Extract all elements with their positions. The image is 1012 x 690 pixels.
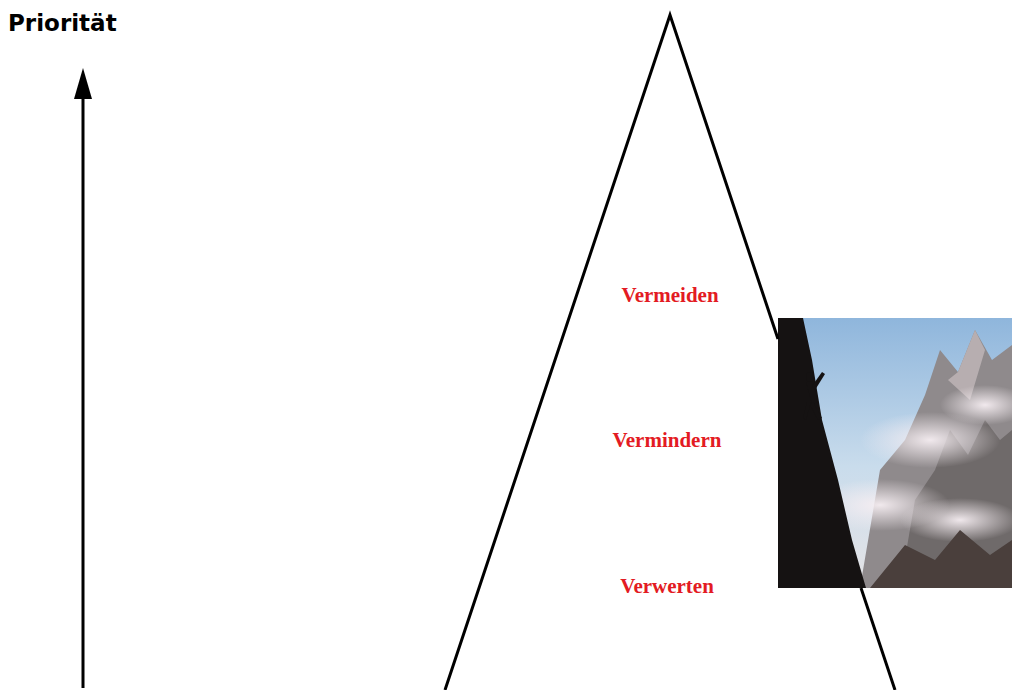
climber-photo — [778, 318, 1012, 588]
axis-label: Priorität — [8, 10, 117, 38]
hierarchy-level: Verwerten — [620, 574, 714, 599]
arrow-head — [74, 68, 92, 99]
hierarchy-level: Vermeiden — [621, 283, 718, 308]
triangle-edge — [861, 588, 895, 690]
priority-arrow — [82, 96, 85, 688]
hierarchy-level: Vermindern — [613, 428, 722, 453]
triangle-edge — [445, 15, 778, 690]
priority-triangle: VermeidenVermindernVerwerten — [445, 15, 895, 690]
